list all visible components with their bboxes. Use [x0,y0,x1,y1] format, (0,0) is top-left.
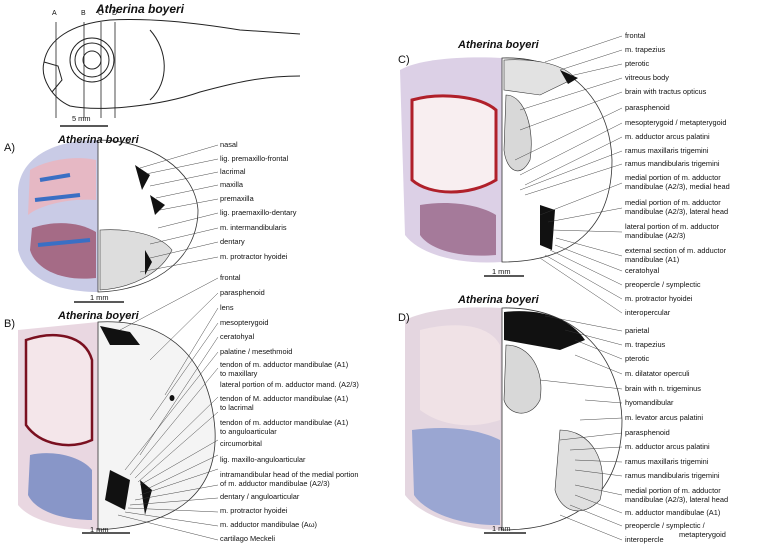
label-b-mesopterygoid: mesopterygoid [220,318,269,327]
label-b-dentary-anguloarticular: dentary / anguloarticular [220,492,300,501]
label-b-m-protractor-hyoidei: m. protractor hyoidei [220,506,288,515]
panel-d-letter: D) [398,312,410,324]
label-d-m-levator-arcus-palatini: m. levator arcus palatini [625,413,704,422]
leader-lines [117,35,623,541]
label-b-cartilago-meckeli: cartilago Meckeli [220,534,276,543]
label-c-medial-portion-lateral-head: medial portion of m. adductor mandibulae… [625,198,729,216]
panel-d-scale-label: 1 mm [492,524,511,533]
label-b-parasphenoid: parasphenoid [220,288,265,297]
label-c-frontal: frontal [625,31,646,40]
panel-c-scale-label: 1 mm [492,267,511,276]
label-a-nasal: nasal [220,140,238,149]
label-c-vitreous-body: vitreous body [625,73,669,82]
panel-c-section [400,57,613,263]
label-d-parasphenoid: parasphenoid [625,428,670,437]
label-a-lig-praemaxillo-dentary: lig. praemaxillo-dentary [220,208,297,217]
label-b-lens: lens [220,303,234,312]
label-b-palatine-mesethmoid: palatine / mesethmoid [220,347,293,356]
panel-b-section [18,321,216,531]
fish-head-outline [42,18,301,109]
label-a-lacrimal: lacrimal [220,167,246,176]
label-b-ceratohyal: ceratohyal [220,332,255,341]
label-c-mesopterygoid-metapterygoid: mesopterygoid / metapterygoid [625,118,727,127]
label-b-frontal: frontal [220,273,241,282]
label-c-preopercle-symplectic: preopercle / symplectic [625,280,701,289]
section-letter-d: D [112,10,118,17]
label-d-m-adductor-arcus-palatini: m. adductor arcus palatini [625,442,710,451]
panel-d-title: Atherina boyeri [458,294,539,306]
panel-a-scale-label: 1 mm [90,293,109,302]
panel-d-section [405,307,623,531]
panel-b-title: Atherina boyeri [58,310,139,322]
label-b-lig-maxillo-anguloarticular: lig. maxillo-anguloarticular [220,455,306,464]
panel-a-section [18,139,199,293]
overview-title: Atherina boyeri [96,2,185,16]
panel-a-letter: A) [4,142,15,154]
section-lines [55,22,116,118]
label-d-preopercle-symplectic: preopercle / symplectic / [625,521,705,530]
label-d-pterotic: pterotic [625,354,650,363]
label-a-lig-premaxillo-frontal: lig. premaxillo-frontal [220,154,289,163]
label-c-ramus-mandibularis: ramus mandibularis trigemini [625,159,720,168]
label-d-m-trapezius: m. trapezius [625,340,666,349]
label-d-brain-n-trigeminus: brain with n. trigeminus [625,384,701,393]
label-c-medial-portion-medial-head: medial portion of m. adductor mandibulae… [625,173,730,191]
label-d-interopercle: interopercle [625,535,664,544]
label-a-dentary: dentary [220,237,245,246]
label-c-m-protractor-hyoidei: m. protractor hyoidei [625,294,693,303]
label-a-m-intermandibularis: m. intermandibularis [220,223,287,232]
label-a-premaxilla: premaxilla [220,194,254,203]
label-b-tendon-a1-anguloarticular: tendon of m. adductor mandibulae (A1) to… [220,418,349,436]
label-b-circumorbital: circumorbital [220,439,262,448]
label-c-parasphenoid: parasphenoid [625,103,670,112]
label-d-m-dilatator-operculi: m. dilatator operculi [625,369,690,378]
label-c-ceratohyal: ceratohyal [625,266,660,275]
label-c-m-adductor-arcus-palatini: m. adductor arcus palatini [625,132,710,141]
label-c-lateral-portion-a23: lateral portion of m. adductor mandibula… [625,222,720,240]
label-d-ramus-mandibularis: ramus mandibularis trigemini [625,471,720,480]
label-c-ramus-maxillaris: ramus maxillaris trigemini [625,146,709,155]
label-b-intramandibular-head: intramandibular head of the medial porti… [220,470,359,488]
label-d-parietal: parietal [625,326,650,335]
label-c-external-section-a1: external section of m. adductor mandibul… [625,246,727,264]
panel-c-letter: C) [398,54,410,66]
label-d-medial-portion-lateral-head: medial portion of m. adductor mandibulae… [625,486,729,504]
label-c-brain-tractus-opticus: brain with tractus opticus [625,87,707,96]
label-b-tendon-a1-lacrimal: tendon of M. adductor mandibulae (A1) to… [220,394,349,412]
label-a-m-protractor-hyoidei: m. protractor hyoidei [220,252,288,261]
label-b-lateral-portion-a23: lateral portion of m. adductor mand. (A2… [220,380,359,389]
overview-scale-label: 5 mm [72,114,91,123]
panel-b-letter: B) [4,318,15,330]
label-d-metapterygoid: metapterygoid [679,530,726,539]
section-letter-a: A [52,10,57,17]
label-c-interopercular: interopercular [625,308,671,317]
panel-c-title: Atherina boyeri [458,39,539,51]
section-letter-c: C [98,10,104,17]
label-c-m-trapezius: m. trapezius [625,45,666,54]
label-b-m-adductor-mandibulae-aw: m. adductor mandibulae (Aω) [220,520,317,529]
panel-b-scale-label: 1 mm [90,525,109,534]
label-d-m-adductor-mandibulae-a1: m. adductor mandibulae (A1) [625,508,721,517]
label-c-pterotic: pterotic [625,59,650,68]
label-a-maxilla: maxilla [220,180,243,189]
panel-a-title: Atherina boyeri [58,134,139,146]
section-letter-b: B [81,10,86,17]
label-d-hyomandibular: hyomandibular [625,398,674,407]
label-b-tendon-a1-maxillary: tendon of m. adductor mandibulae (A1) to… [220,360,349,378]
label-d-ramus-maxillaris: ramus maxillaris trigemini [625,457,709,466]
